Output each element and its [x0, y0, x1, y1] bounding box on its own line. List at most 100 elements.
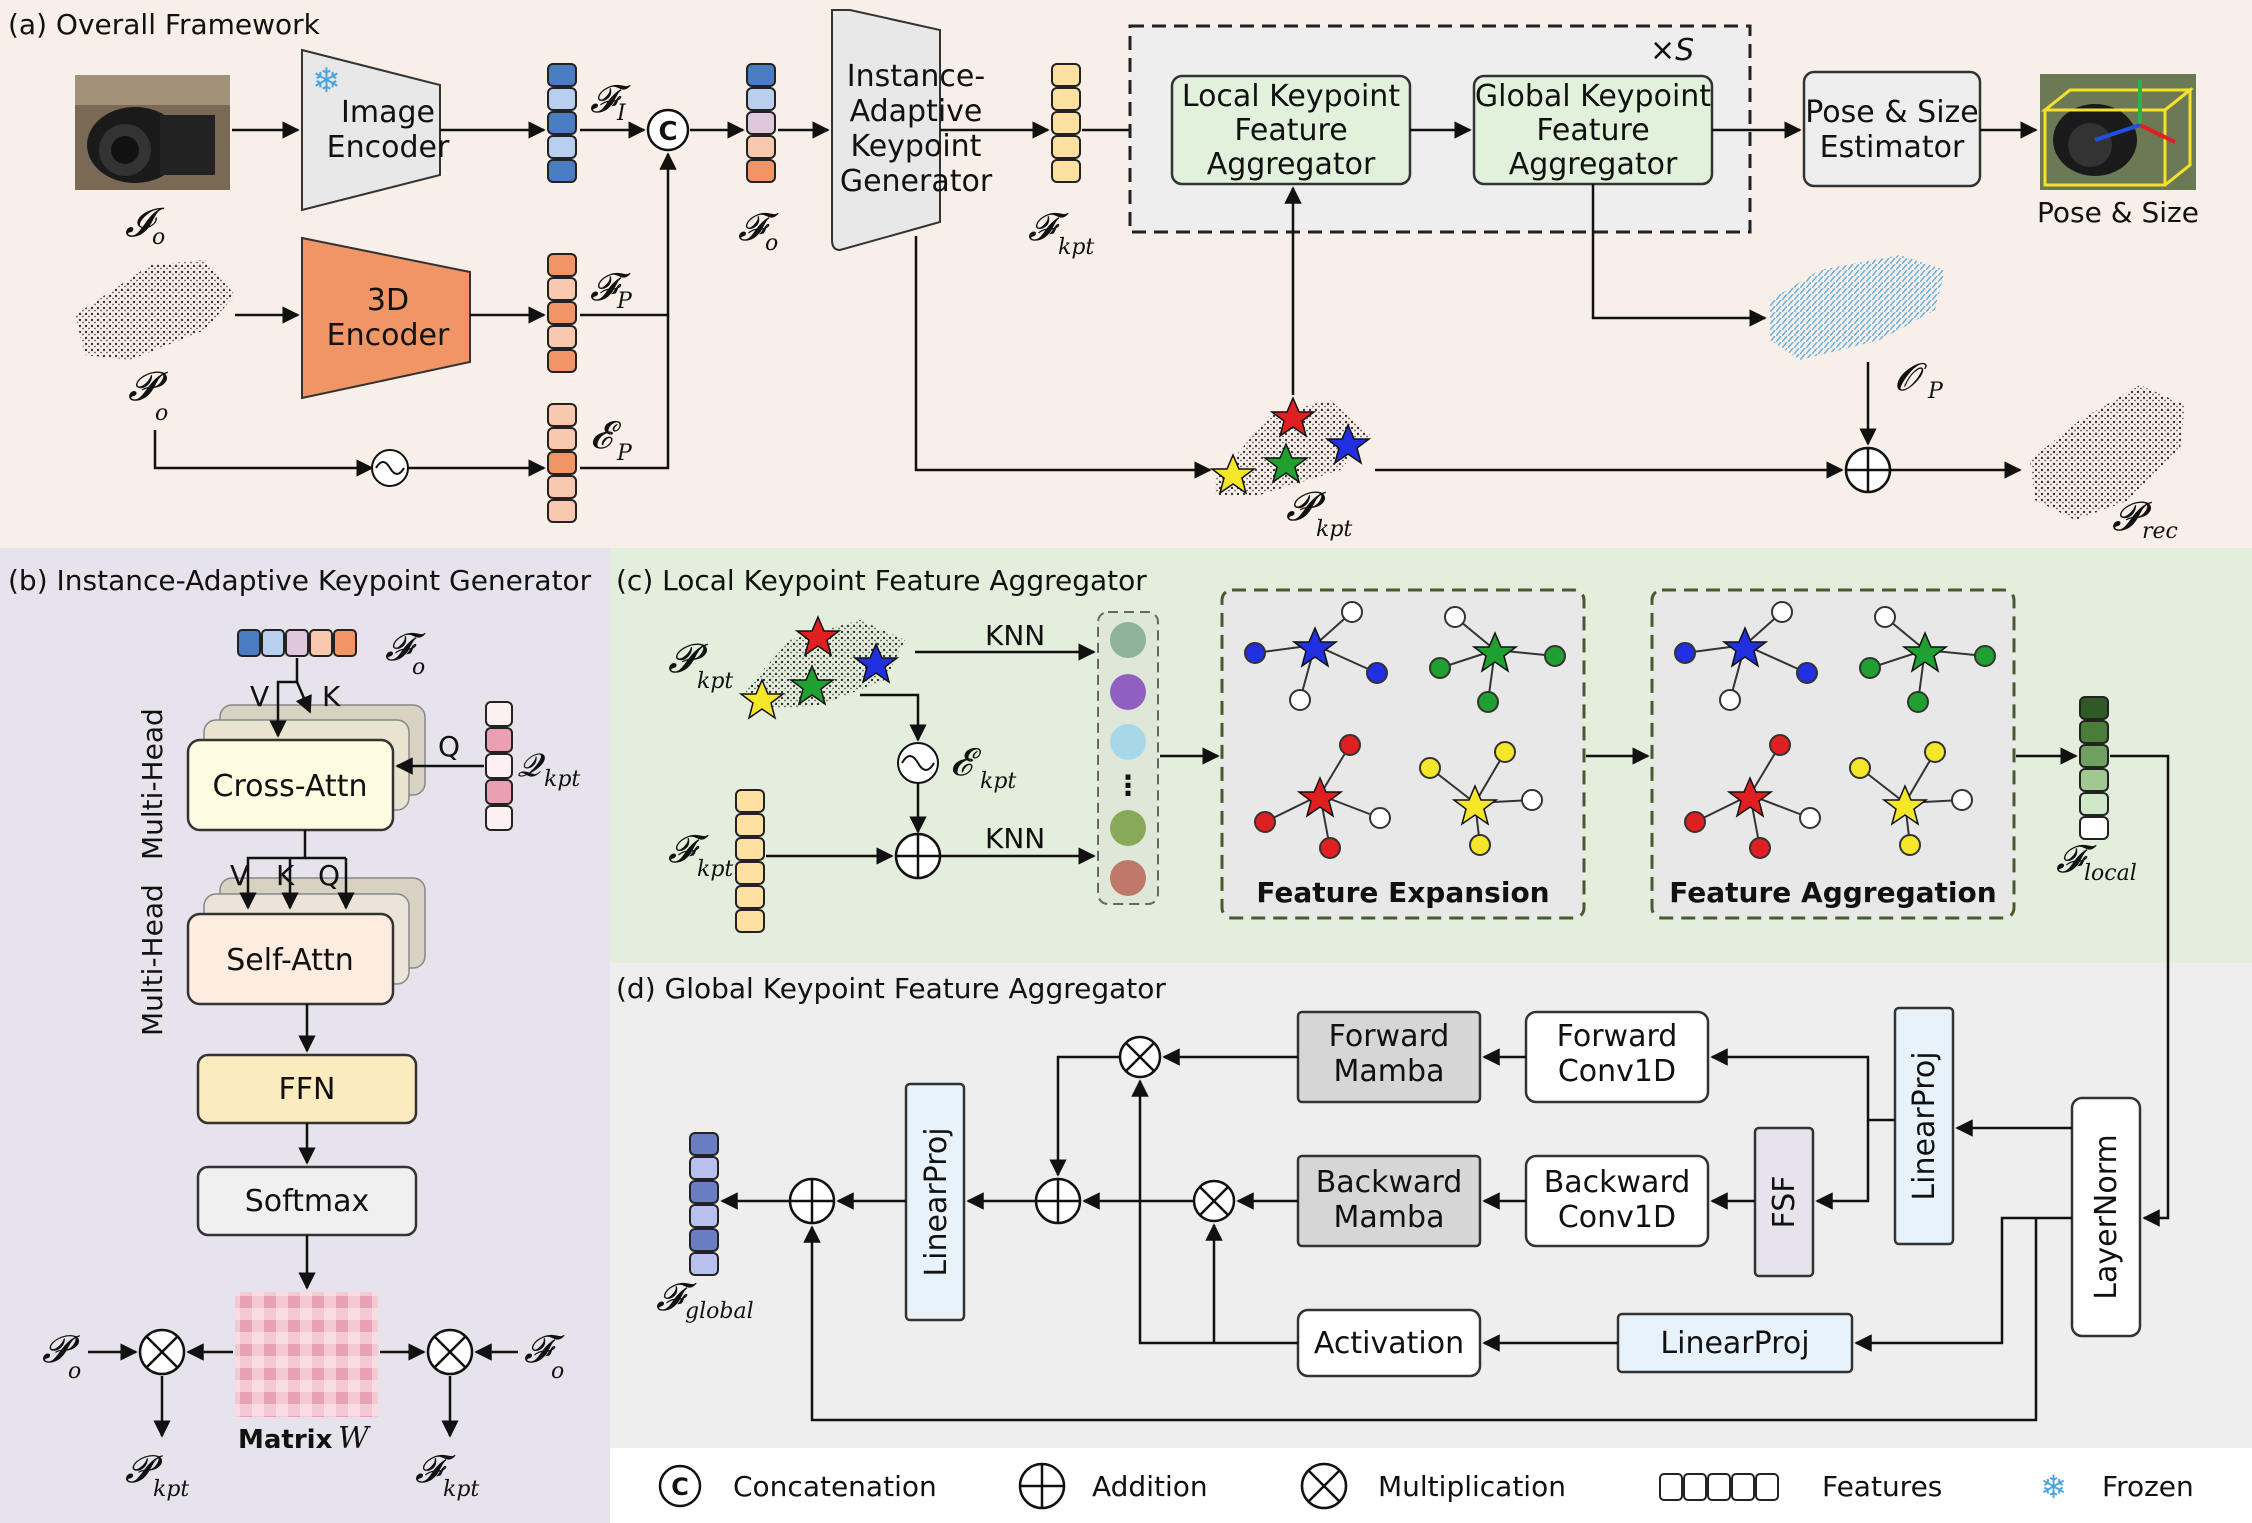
symbol-Q-kpt-sub: kpt	[544, 767, 580, 792]
label-Q-self: Q	[318, 859, 340, 892]
forward-mamba-block: Forward Mamba	[1296, 1010, 1482, 1104]
encoder-3d-label-2: Encoder	[327, 318, 450, 353]
symbol-E-P-sub: P	[616, 441, 633, 466]
backward-conv-block: Backward Conv1D	[1524, 1154, 1710, 1248]
backward-conv-label-2: Conv1D	[1558, 1200, 1676, 1235]
legend: C Concatenation Addition Multiplication …	[658, 1462, 2194, 1510]
multihead-label-1: Multi-Head	[136, 708, 169, 860]
star-green-agg	[1901, 631, 1949, 673]
keypoint-generator: Instance- Adaptive Keypoint Generator	[831, 8, 993, 252]
star-blue-exp	[1291, 626, 1339, 668]
offset-cloud	[1770, 255, 1945, 360]
arrow-residual-to-addleft	[803, 1218, 2038, 1422]
fsf-label: FSF	[1767, 1175, 1802, 1228]
estimator-label-2: Estimator	[1820, 130, 1965, 165]
pose-size-output-label: Pose & Size	[2037, 196, 2199, 229]
forward-conv-label-1: Forward	[1557, 1019, 1678, 1054]
backward-conv-label-1: Backward	[1544, 1165, 1691, 1200]
global-agg-label-1: Global Keypoint	[1475, 79, 1711, 114]
star-green-exp	[1471, 631, 1519, 673]
generator-label-3: Keypoint	[851, 129, 982, 164]
backward-mamba-block: Backward Mamba	[1296, 1154, 1482, 1248]
arrow-linearproj-to-fwdconv	[1710, 1048, 1895, 1122]
F-o-row	[237, 629, 357, 657]
multihead-label-2: Multi-Head	[136, 884, 169, 1036]
star-red-exp	[1296, 776, 1344, 818]
linearproj-right: LinearProj	[1893, 1006, 1955, 1246]
local-keypoint-aggregator: Local Keypoint Feature Aggregator	[1170, 74, 1412, 186]
panel-b-title: (b) Instance-Adaptive Keypoint Generator	[8, 564, 592, 597]
local-agg-label-2: Feature	[1234, 113, 1347, 148]
feature-aggregation-label: Feature Aggregation	[1669, 876, 1996, 909]
backward-mamba-label-2: Mamba	[1334, 1200, 1445, 1235]
arrow-fmult-to-add	[1049, 1055, 1120, 1177]
image-encoder-label-2: Encoder	[327, 130, 450, 165]
legend-concat-symbol: C	[671, 1473, 689, 1501]
legend-frozen-label: Frozen	[2102, 1470, 2194, 1503]
arrow-activation-to-fmult	[1131, 1079, 1298, 1345]
star-blue	[1324, 423, 1372, 465]
symbol-P-kpt-sub: kpt	[1316, 517, 1352, 542]
symbol-P-kpt-c-sub: kpt	[697, 669, 733, 694]
star-green-c	[788, 664, 836, 706]
symbol-F-P-sub: P	[616, 289, 633, 314]
activation-block: Activation	[1296, 1308, 1482, 1378]
symbol-P-kpt-b-sub: kpt	[153, 1477, 189, 1502]
global-agg-label-2: Feature	[1536, 113, 1649, 148]
generator-label-1: Instance-	[847, 59, 985, 94]
multiply-icon-backward	[1192, 1179, 1236, 1223]
legend-background	[610, 1448, 2252, 1523]
arrow-pkpt-to-enc	[860, 693, 927, 742]
legend-add-label: Addition	[1092, 1470, 1208, 1503]
neighborhood-3	[1110, 724, 1146, 760]
global-keypoint-aggregator: Global Keypoint Feature Aggregator	[1472, 74, 1714, 186]
ffn-label: FFN	[279, 1072, 336, 1107]
arrow-generator-to-pkpt	[914, 236, 1212, 479]
backward-mamba-label-1: Backward	[1316, 1165, 1463, 1200]
generator-label-4: Generator	[840, 164, 993, 199]
linearproj-right-label: LinearProj	[1907, 1051, 1942, 1200]
softmax-block: Softmax	[196, 1165, 418, 1237]
arrow-po-to-encoding	[153, 430, 374, 477]
expansion-graphs	[1244, 601, 1566, 859]
global-agg-label-3: Aggregator	[1509, 147, 1678, 182]
legend-features-icon	[1659, 1473, 1779, 1501]
knn-label-top: KNN	[985, 619, 1045, 652]
keypoint-cloud-c	[745, 620, 905, 710]
panel-c-title: (c) Local Keypoint Feature Aggregator	[616, 564, 1147, 597]
linearproj-bottom: LinearProj	[1616, 1312, 1854, 1374]
star-yellow-exp	[1451, 784, 1499, 826]
forward-conv-block: Forward Conv1D	[1524, 1010, 1710, 1104]
estimator-label-1: Pose & Size	[1805, 95, 1979, 130]
label-K-self: K	[276, 859, 295, 892]
generator-label-2: Adaptive	[850, 94, 983, 129]
star-blue-agg	[1721, 626, 1769, 668]
symbol-F-I-sub: I	[616, 101, 627, 126]
symbol-F-o-b2-sub: o	[551, 1359, 564, 1384]
matrix-W-symbol: W	[338, 1421, 371, 1456]
star-blue-c	[852, 642, 900, 684]
local-agg-label-3: Aggregator	[1207, 147, 1376, 182]
arrow-Fo-to-K	[295, 681, 312, 714]
star-yellow-c	[738, 678, 786, 720]
forward-mamba-label-1: Forward	[1329, 1019, 1450, 1054]
reconstructed-cloud	[2030, 385, 2185, 520]
F-local-column	[2079, 696, 2109, 840]
feature-column-E-P	[547, 403, 577, 523]
symbol-F-o-sub: o	[765, 231, 778, 256]
linearproj-left-label: LinearProj	[919, 1127, 954, 1276]
neighborhood-5	[1110, 860, 1146, 896]
feature-column-F-o	[746, 63, 776, 183]
cross-attn-label: Cross-Attn	[213, 769, 368, 804]
feature-column-F-kpt	[1051, 63, 1081, 183]
Q-kpt-column	[485, 701, 513, 831]
self-attn-label: Self-Attn	[226, 943, 353, 978]
symbol-F-kpt-c-sub: kpt	[697, 857, 733, 882]
multiply-icon-b-right	[426, 1328, 474, 1376]
label-V-self: V	[230, 859, 249, 892]
matrix-W	[235, 1292, 378, 1417]
legend-frozen-icon: ❄	[2040, 1468, 2067, 1506]
legend-multiply-label: Multiplication	[1378, 1470, 1566, 1503]
arrow-linearproj-to-fsf	[1815, 1120, 1870, 1210]
output-image	[2040, 74, 2196, 190]
